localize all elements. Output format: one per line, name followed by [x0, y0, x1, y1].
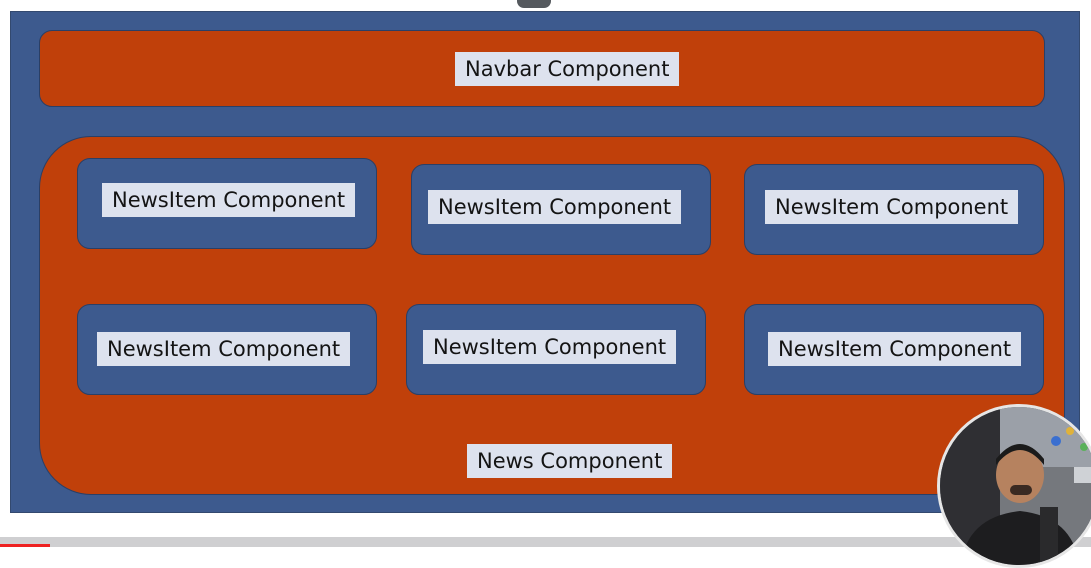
news-component-label: News Component: [467, 444, 673, 478]
presenter-webcam-image: [940, 407, 1091, 565]
news-component-box: NewsItem Component NewsItem Component Ne…: [39, 136, 1065, 495]
diagram-canvas: Navbar Component NewsItem Component News…: [10, 11, 1080, 513]
newsitem-component-label: NewsItem Component: [102, 183, 356, 217]
newsitem-component-label: NewsItem Component: [768, 332, 1022, 366]
presenter-webcam-overlay: [937, 404, 1091, 568]
top-notch-handle: [517, 0, 551, 8]
newsitem-component-label: NewsItem Component: [765, 190, 1019, 224]
newsitem-component-label: NewsItem Component: [423, 330, 677, 364]
navbar-component-label: Navbar Component: [455, 52, 680, 86]
newsitem-component-label: NewsItem Component: [428, 190, 682, 224]
newsitem-component-label: NewsItem Component: [97, 332, 351, 366]
newsitem-component-box: NewsItem Component: [406, 304, 706, 395]
newsitem-component-box: NewsItem Component: [744, 164, 1044, 255]
video-bottom-bar: [0, 537, 1091, 547]
video-progress-bar[interactable]: [0, 544, 50, 547]
newsitem-component-box: NewsItem Component: [411, 164, 711, 255]
newsitem-component-box: NewsItem Component: [77, 304, 377, 395]
navbar-component-box: Navbar Component: [39, 30, 1045, 107]
newsitem-component-box: NewsItem Component: [744, 304, 1044, 395]
newsitem-component-box: NewsItem Component: [77, 158, 377, 249]
